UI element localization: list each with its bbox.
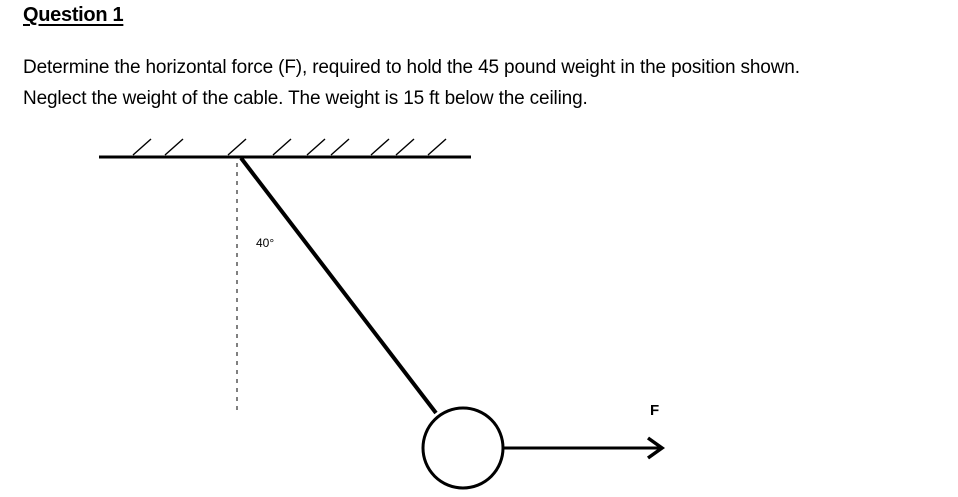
weight-circle [421,406,505,490]
cable [239,156,438,415]
problem-line-1: Determine the horizontal force (F), requ… [23,57,800,78]
problem-line-2: Neglect the weight of the cable. The wei… [23,88,588,109]
force-arrow-head [646,436,666,460]
force-label: F [650,402,659,419]
angle-label: 40° [256,236,274,250]
question-heading: Question 1 [23,4,124,26]
ceiling-hatching [132,138,447,156]
problem-statement: Determine the horizontal force (F), requ… [23,52,948,114]
